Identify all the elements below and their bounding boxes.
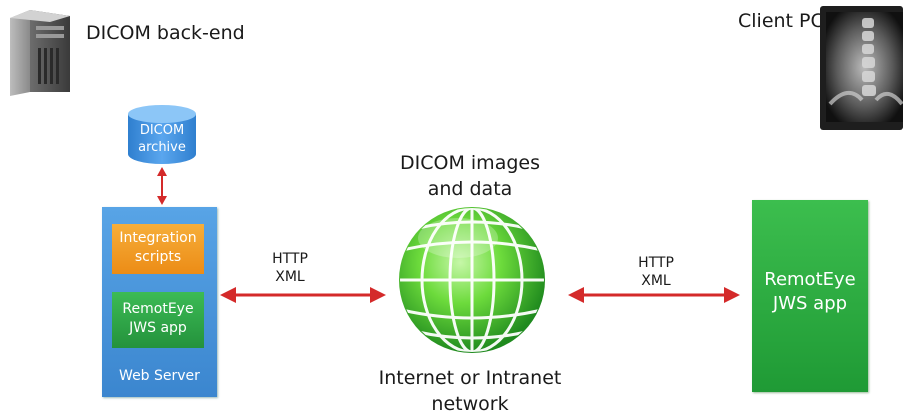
client-app-label: RemotEye JWS app bbox=[752, 268, 868, 316]
backend-label: DICOM back-end bbox=[86, 22, 245, 44]
left-link-arrow bbox=[220, 287, 386, 303]
client-app-line2: JWS app bbox=[772, 293, 848, 314]
right-link-label: HTTP XML bbox=[628, 254, 684, 290]
archive-server-arrow bbox=[157, 167, 167, 205]
globe-icon bbox=[399, 207, 545, 353]
client-pc-label: Client PC bbox=[738, 10, 824, 32]
server-app-box: RemotEye JWS app bbox=[112, 292, 204, 348]
integration-line1: Integration bbox=[119, 230, 197, 246]
center-bottom-line2: network bbox=[431, 393, 509, 415]
archive-line2: archive bbox=[138, 140, 186, 155]
left-link-line2: XML bbox=[275, 269, 305, 285]
left-link-label: HTTP XML bbox=[262, 250, 318, 286]
server-app-line1: RemotEye bbox=[122, 301, 194, 317]
archive-cylinder-icon bbox=[128, 105, 196, 164]
center-top-line2: and data bbox=[427, 178, 513, 200]
client-app-box bbox=[752, 200, 868, 392]
right-link-line2: XML bbox=[641, 273, 671, 289]
archive-line1: DICOM bbox=[139, 123, 185, 138]
center-top-label: DICOM images and data bbox=[370, 150, 570, 202]
left-link-line1: HTTP bbox=[272, 251, 308, 267]
monitor-xray-icon bbox=[820, 6, 903, 130]
client-app-line1: RemotEye bbox=[764, 269, 856, 290]
right-link-line1: HTTP bbox=[638, 255, 674, 271]
right-link-arrow bbox=[568, 287, 740, 303]
integration-scripts-box: Integration scripts bbox=[112, 224, 204, 274]
center-bottom-label: Internet or Intranet network bbox=[360, 365, 580, 417]
server-app-line2: JWS app bbox=[129, 320, 187, 336]
web-server-label: Web Server bbox=[119, 368, 200, 384]
server-tower-icon bbox=[10, 10, 70, 96]
center-top-line1: DICOM images bbox=[400, 152, 540, 174]
center-bottom-line1: Internet or Intranet bbox=[378, 367, 562, 389]
archive-label: DICOM archive bbox=[126, 122, 198, 156]
integration-line2: scripts bbox=[134, 249, 182, 265]
